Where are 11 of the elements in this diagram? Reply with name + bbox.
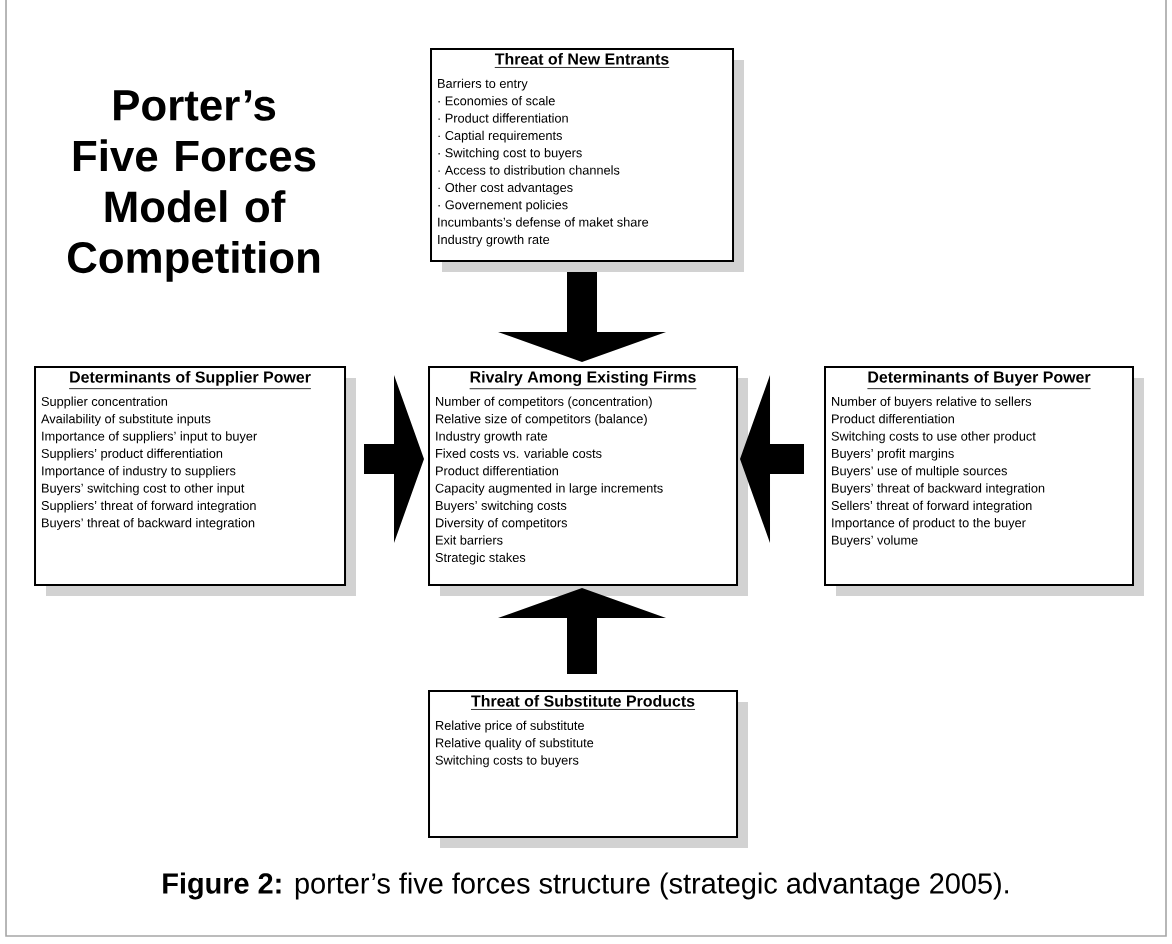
force-box [428,366,748,596]
force-box [34,366,356,596]
caption: Figure 2: porter’s five forces structure (strategic advantage 2005). [163,872,1009,900]
block-arrow [498,588,666,674]
block-arrow [364,375,424,543]
block-arrow [740,375,804,543]
force-box [824,366,1144,596]
title: Porter’s Five Forces Model of Competition [68,90,320,282]
force-box [430,48,744,272]
force-box [428,690,748,848]
block-arrow [498,272,666,362]
